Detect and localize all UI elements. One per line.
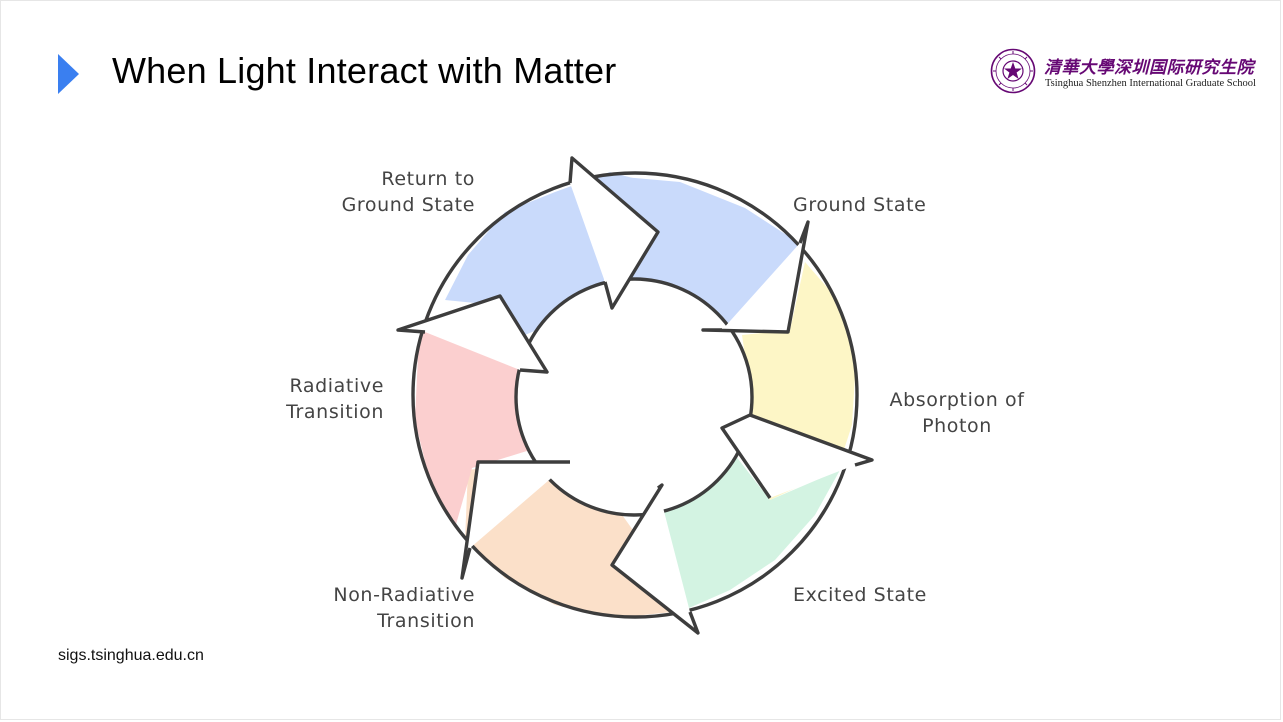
university-name-chinese: 清華大學深圳国际研究生院 (1044, 58, 1254, 78)
label-non-radiative-line2: Transition (376, 610, 475, 632)
label-absorption-line1: Absorption of (889, 389, 1025, 411)
university-logo: 清華大學深圳国际研究生院 Tsinghua Shenzhen Internati… (990, 47, 1256, 97)
arrow-head-top-left (568, 156, 660, 310)
arrow-head-right (720, 413, 874, 499)
segment-ground-state-fill (608, 176, 802, 332)
label-return-line2: Ground State (342, 194, 475, 216)
label-ground-state: Ground State (793, 194, 926, 216)
arrow-head-bottom-left (460, 460, 570, 580)
label-excited-state: Excited State (793, 584, 927, 606)
title-chevron-icon (58, 54, 79, 94)
arrow-head-top-right (701, 220, 810, 334)
label-non-radiative-line1: Non-Radiative (333, 584, 475, 606)
university-seal-icon (990, 48, 1036, 94)
cycle-inner-ring (514, 277, 754, 517)
label-radiative-line1: Radiative (290, 375, 384, 397)
arrow-head-bottom-right (610, 483, 700, 635)
cycle-outer-ring (411, 171, 859, 619)
university-name-english: Tsinghua Shenzhen International Graduate… (1045, 78, 1256, 89)
label-return-line1: Return to (381, 168, 475, 190)
label-radiative-line2: Transition (285, 401, 384, 423)
footer-url: sigs.tsinghua.edu.cn (58, 647, 204, 664)
slide-title: When Light Interact with Matter (112, 50, 617, 91)
arrow-head-left (396, 294, 549, 374)
label-absorption-line2: Photon (922, 415, 992, 437)
